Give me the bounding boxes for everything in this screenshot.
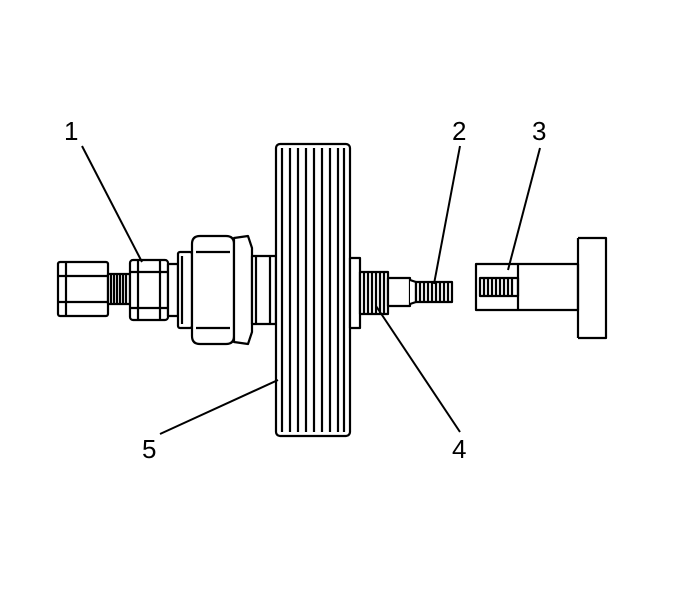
leader-line-4 [375, 305, 461, 433]
threaded-neck [106, 272, 132, 306]
callout-label-2: 2 [452, 116, 466, 146]
threaded-adapter [358, 270, 390, 316]
leader-line-3 [507, 147, 541, 271]
puller-body [190, 234, 254, 346]
callout-label-4: 4 [452, 434, 466, 464]
hex-collar [128, 258, 170, 322]
shaft-stem [386, 276, 418, 308]
pulley-hub [250, 254, 278, 326]
leader-line-1 [81, 145, 143, 263]
tool-body [166, 250, 194, 330]
leader-line-2 [433, 145, 461, 285]
leader-line-5 [159, 379, 279, 435]
callout-label-3: 3 [532, 116, 546, 146]
callout-label-1: 1 [64, 116, 78, 146]
callout-label-5: 5 [142, 434, 156, 464]
hex-nut [56, 260, 110, 318]
flange-washer [348, 256, 362, 330]
ribbed-pulley [274, 142, 352, 438]
threaded-bolt [414, 280, 454, 304]
socket-tool [474, 236, 608, 340]
